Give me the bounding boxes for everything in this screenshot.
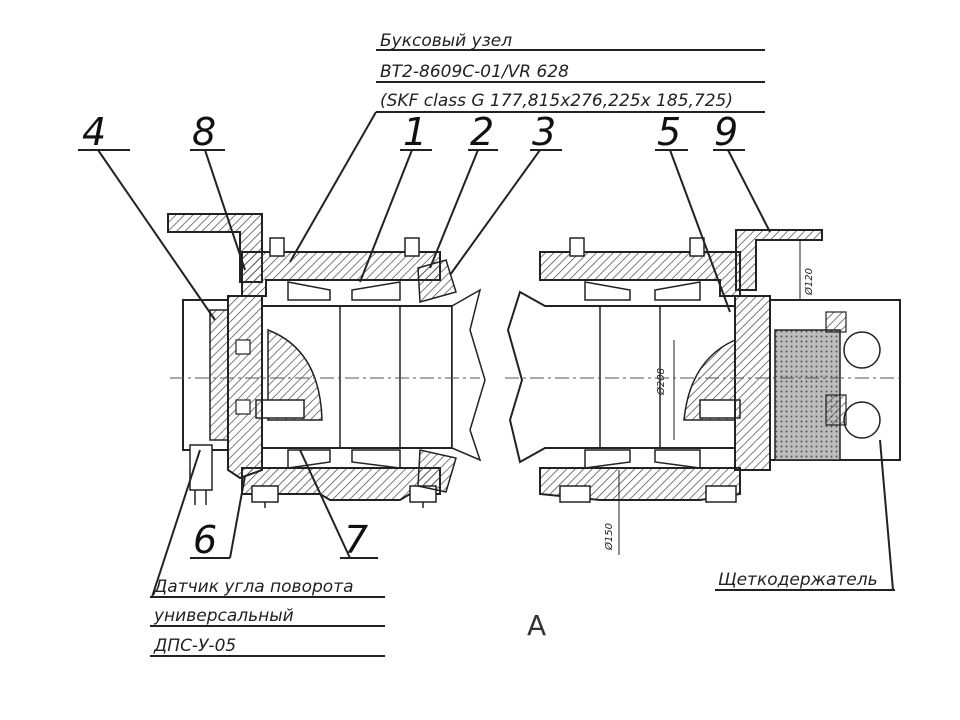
sensor-label-lines — [150, 596, 385, 657]
left-assembly — [167, 213, 486, 508]
sensor-label-line-1: Датчик угла поворота — [153, 577, 354, 597]
holder-label: Щеткодержатель — [718, 570, 878, 590]
callout-1: 1 — [403, 110, 427, 154]
upper-housing — [241, 251, 441, 297]
callout-5: 5 — [657, 110, 681, 154]
callout-3: 3 — [532, 110, 556, 154]
title-line-1: Буксовый узел — [380, 31, 512, 51]
callout-4: 4 — [82, 110, 106, 154]
leader-lines — [78, 149, 894, 598]
bracket-8 — [167, 213, 263, 283]
title-block — [289, 49, 765, 263]
title-line-2: BT2-8609C-01/VR 628 — [380, 62, 569, 82]
dim-2: Ø150 — [603, 523, 615, 551]
callout-9: 9 — [714, 110, 738, 154]
callout-7: 7 — [344, 518, 368, 562]
dim-3: Ø120 — [803, 268, 815, 296]
view-label: А — [527, 609, 546, 642]
callout-2: 2 — [470, 110, 494, 154]
dim-1: Ø208 — [655, 368, 667, 396]
callout-6: 6 — [193, 518, 217, 562]
title-line-3: (SKF class G 177,815x276,225x 185,725) — [380, 91, 733, 111]
callout-8: 8 — [192, 110, 216, 154]
right-axle — [506, 290, 736, 464]
right-assembly — [506, 229, 901, 555]
sensor-label-line-3: ДПС-У-05 — [153, 636, 236, 656]
sensor-label-line-2: универсальный — [153, 606, 294, 626]
